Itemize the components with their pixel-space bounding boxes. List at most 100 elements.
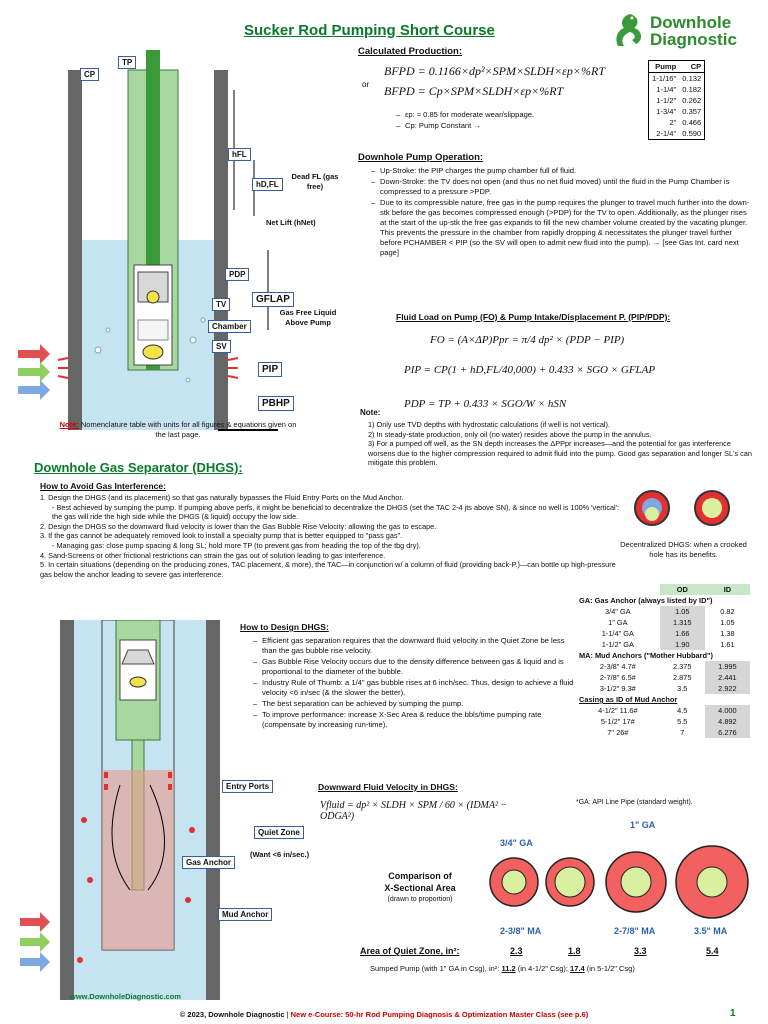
design-heading: How to Design DHGS: <box>240 622 329 632</box>
chamber <box>137 319 169 341</box>
fluid-load-formula-1: FO = (A×ΔP)Ppr = π/4 dp² × (PDP − PIP) <box>430 334 625 346</box>
flow-path-1 <box>147 784 165 891</box>
area-value-3: 3.3 <box>634 946 647 956</box>
nomenclature-note: Note: Nomenclature table with units for … <box>58 420 298 440</box>
tv-label: TV <box>212 298 231 311</box>
pump-constant-table: Pump CP 1-1/16"0.132 1-1/4"0.182 1-1/2"0… <box>648 60 706 140</box>
quiet-zone-label: Quiet Zone <box>254 826 304 839</box>
footer: © 2023, Downhole Diagnostic | New e-Cour… <box>0 1010 768 1019</box>
production-heading: Calculated Production: <box>358 46 462 57</box>
sumped-line: Sumped Pump (with 1" GA in Csg), in²: 11… <box>370 964 756 973</box>
nomenclature-note-text: Nomenclature table with units for all fi… <box>80 420 297 439</box>
gas-separator-diagram <box>20 620 220 1000</box>
sumped-value-2: 17.4 <box>570 964 585 973</box>
net-lift-label: Net Lift (hNet) <box>266 218 316 227</box>
design-bullet-4: The best separation can be achieved by s… <box>253 699 580 709</box>
avoid-item-2: 2. Design the DHGS so the downward fluid… <box>40 521 437 531</box>
pump-col-header: Pump <box>648 60 680 73</box>
perforation-arrows <box>18 344 50 400</box>
sumped-text-2: (in 5-1/2" Csg) <box>586 964 635 973</box>
ma3-label: 3.5" MA <box>694 926 728 936</box>
production-notes: εp: ≈ 0.85 for moderate wear/slippage. C… <box>395 110 635 132</box>
quiet-zone-want: (Want <6 in/sec.) <box>250 850 310 859</box>
velocity-formula: Vfluid = dp² × SLDH × SPM / 60 × (IDMA² … <box>320 800 508 822</box>
table-row: 2-1/4"0.590 <box>656 129 702 138</box>
production-note-2: Cp: Pump Constant → <box>396 121 635 131</box>
casing-left <box>60 620 74 1000</box>
area-label: Area of Quiet Zone, in²: <box>360 946 460 956</box>
production-formula-2: BFPD = Cp×SPM×SLDH×εp×%RT <box>384 84 564 98</box>
logo <box>610 10 650 52</box>
valve-ball <box>129 676 147 688</box>
fluid-note-2: 2) In steady-state production, only oil … <box>368 429 652 439</box>
design-bullet-2: Gas Bubble Rise Velocity occurs due to t… <box>253 657 580 677</box>
cross-section-comparison <box>489 845 749 919</box>
avoid-item-1-sub: - Best achieved by sumping the pump. If … <box>52 502 620 522</box>
plunger <box>121 649 155 665</box>
gas-free-label: Gas Free Liquid Above Pump <box>279 308 337 327</box>
anchor-dimension-table: OD ID GA: Gas Anchor (always listed by I… <box>576 584 750 738</box>
ma1-label: 2-3/8" MA <box>500 926 542 936</box>
avoid-list: 1. Design the DHGS (and its placement) s… <box>40 493 622 579</box>
ma2-label: 2-7/8" MA <box>614 926 656 936</box>
od-col-header: OD <box>659 584 705 595</box>
ga-section-heading: GA: Gas Anchor (always listed by ID") <box>579 596 713 605</box>
decentralized-dhgs-icon <box>634 490 730 526</box>
production-formula-1: BFPD = 0.1166×dp²×SPM×SLDH×εp×%RT <box>384 64 606 78</box>
entry-ports-label: Entry Ports <box>222 780 274 793</box>
hdfl-label: hD,FL <box>252 178 283 191</box>
quiet-zone-fill <box>102 770 174 950</box>
pump-well-diagram <box>18 50 278 431</box>
id-col-header: ID <box>704 584 750 595</box>
operation-bullet-3: Due to its compressible nature, free gas… <box>371 198 752 258</box>
avoid-heading: How to Avoid Gas Interference: <box>40 481 166 491</box>
table-row: 2"0.466 <box>669 118 702 127</box>
fluid-load-heading: Fluid Load on Pump (FO) & Pump Intake/Di… <box>396 312 671 322</box>
table-header-row: OD ID <box>576 584 750 595</box>
pump-body <box>119 639 157 701</box>
standing-valve-ball <box>142 344 164 360</box>
footer-copyright: © 2023, Downhole Diagnostic <box>179 1010 285 1019</box>
pip-label: PIP <box>258 362 283 377</box>
gflap-label: GFLAP <box>252 292 294 307</box>
notes-heading: Note: <box>360 408 381 417</box>
operation-bullet-2: Down-Stroke: the TV does not open (and t… <box>371 177 752 197</box>
ma-2-7-8-circle <box>605 851 667 913</box>
page-title: Sucker Rod Pumping Short Course <box>244 22 495 39</box>
cp-label: CP <box>80 68 100 81</box>
nomenclature-note-label: Note: <box>59 420 79 429</box>
inflow-arrows <box>20 912 50 972</box>
website-link[interactable]: www.DownholeDiagnostic.com <box>70 992 181 1001</box>
flow-path-2 <box>111 784 131 891</box>
perforation-marks <box>57 357 239 379</box>
table-footnote: *GA: API Line Pipe (standard weight). <box>576 799 693 806</box>
csg-section-heading: Casing as ID of Mud Anchor <box>579 695 678 704</box>
ga34-label: 3/4" GA <box>500 838 533 848</box>
avoid-item-3-sub: - Managing gas: close pump spacing & lon… <box>52 540 421 550</box>
gas-anchor-label: Gas Anchor <box>182 856 236 869</box>
footer-promo[interactable]: New e-Course: 50-hr Rod Pumping Diagnosi… <box>290 1010 589 1019</box>
area-value-4: 5.4 <box>706 946 719 956</box>
fluid-load-notes: 1) Only use TVD depths with hydrostatic … <box>368 420 752 468</box>
sumped-label: Sumped Pump (with 1" GA in Csg), in²: <box>370 964 500 973</box>
avoid-item-4: 4. Sand-Screens or other frictional rest… <box>40 550 386 560</box>
operation-heading: Downhole Pump Operation: <box>358 152 484 163</box>
cp-col-header: CP <box>679 60 705 73</box>
design-bullet-5: To improve performance: increase X-Sec A… <box>253 710 580 730</box>
table-row: 1-3/4"0.357 <box>656 107 702 116</box>
avoid-item-5: 5. In certain situations (depending on t… <box>40 560 616 579</box>
sumped-text-1: (in 4-1/2" Csg); <box>517 964 568 973</box>
logo-text: Downhole Diagnostic <box>650 14 737 48</box>
decentralized-caption: Decentralized DHGS: when a crooked hole … <box>620 540 747 559</box>
casing-right <box>206 620 220 1000</box>
footer-separator: | <box>284 1010 291 1019</box>
casing-right-wall <box>214 70 228 430</box>
production-note-1: εp: ≈ 0.85 for moderate wear/slippage. <box>396 110 635 120</box>
